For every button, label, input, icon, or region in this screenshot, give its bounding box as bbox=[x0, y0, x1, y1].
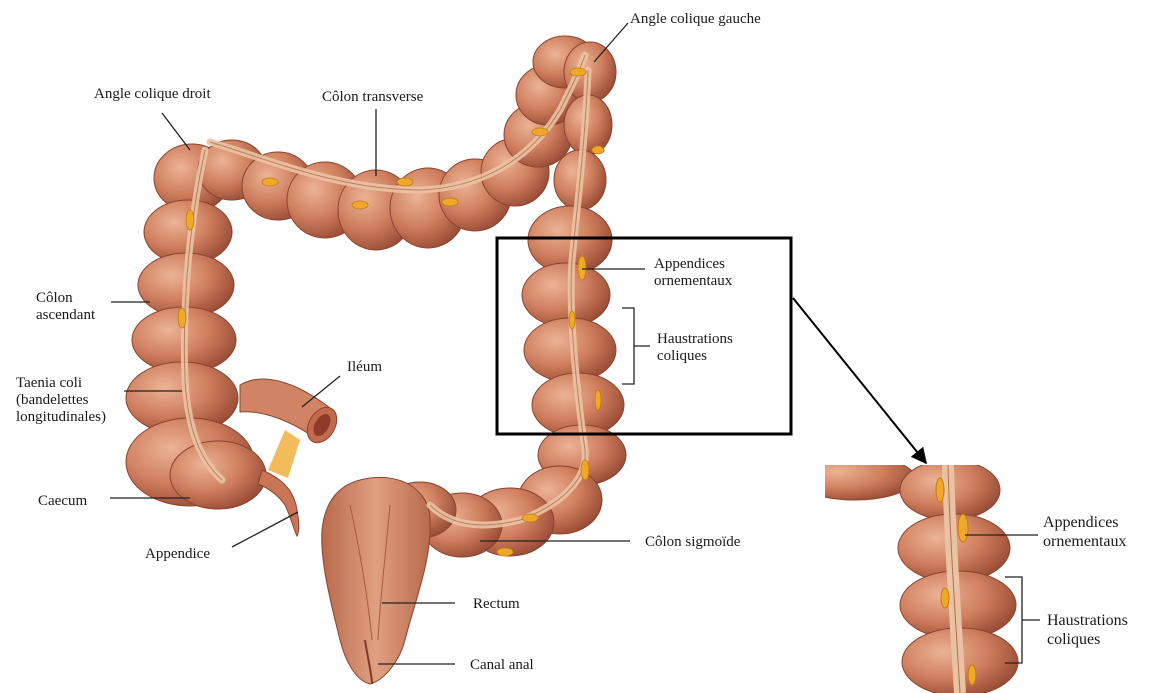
inset bbox=[795, 456, 1152, 693]
label-appendices-ornementaux: Appendices ornementaux bbox=[654, 256, 732, 290]
mesoappendix bbox=[268, 430, 300, 478]
label-canal-anal: Canal anal bbox=[470, 657, 534, 674]
zoom-arrow bbox=[793, 298, 926, 463]
inset-label-haustrations-coliques: Haustrations coliques bbox=[1047, 611, 1128, 649]
label-rectum: Rectum bbox=[473, 596, 520, 613]
label-appendice: Appendice bbox=[145, 546, 210, 563]
haustrations-bracket bbox=[622, 308, 650, 384]
label-colon-sigmoide: Côlon sigmoïde bbox=[645, 534, 740, 551]
label-colon-transverse: Côlon transverse bbox=[322, 89, 423, 106]
label-angle-colique-droit: Angle colique droit bbox=[94, 86, 211, 103]
appendice bbox=[258, 470, 299, 536]
label-angle-colique-gauche: Angle colique gauche bbox=[630, 11, 761, 28]
label-taenia-coli: Taenia coli (bandelettes longitudinales) bbox=[16, 375, 106, 426]
rectum bbox=[322, 477, 430, 684]
label-caecum: Caecum bbox=[38, 493, 87, 510]
label-haustrations-coliques: Haustrations coliques bbox=[657, 331, 733, 365]
label-colon-ascendant: Côlon ascendant bbox=[36, 290, 95, 324]
inset-label-appendices-ornementaux: Appendices ornementaux bbox=[1043, 513, 1127, 551]
label-ileum: Iléum bbox=[347, 359, 382, 376]
